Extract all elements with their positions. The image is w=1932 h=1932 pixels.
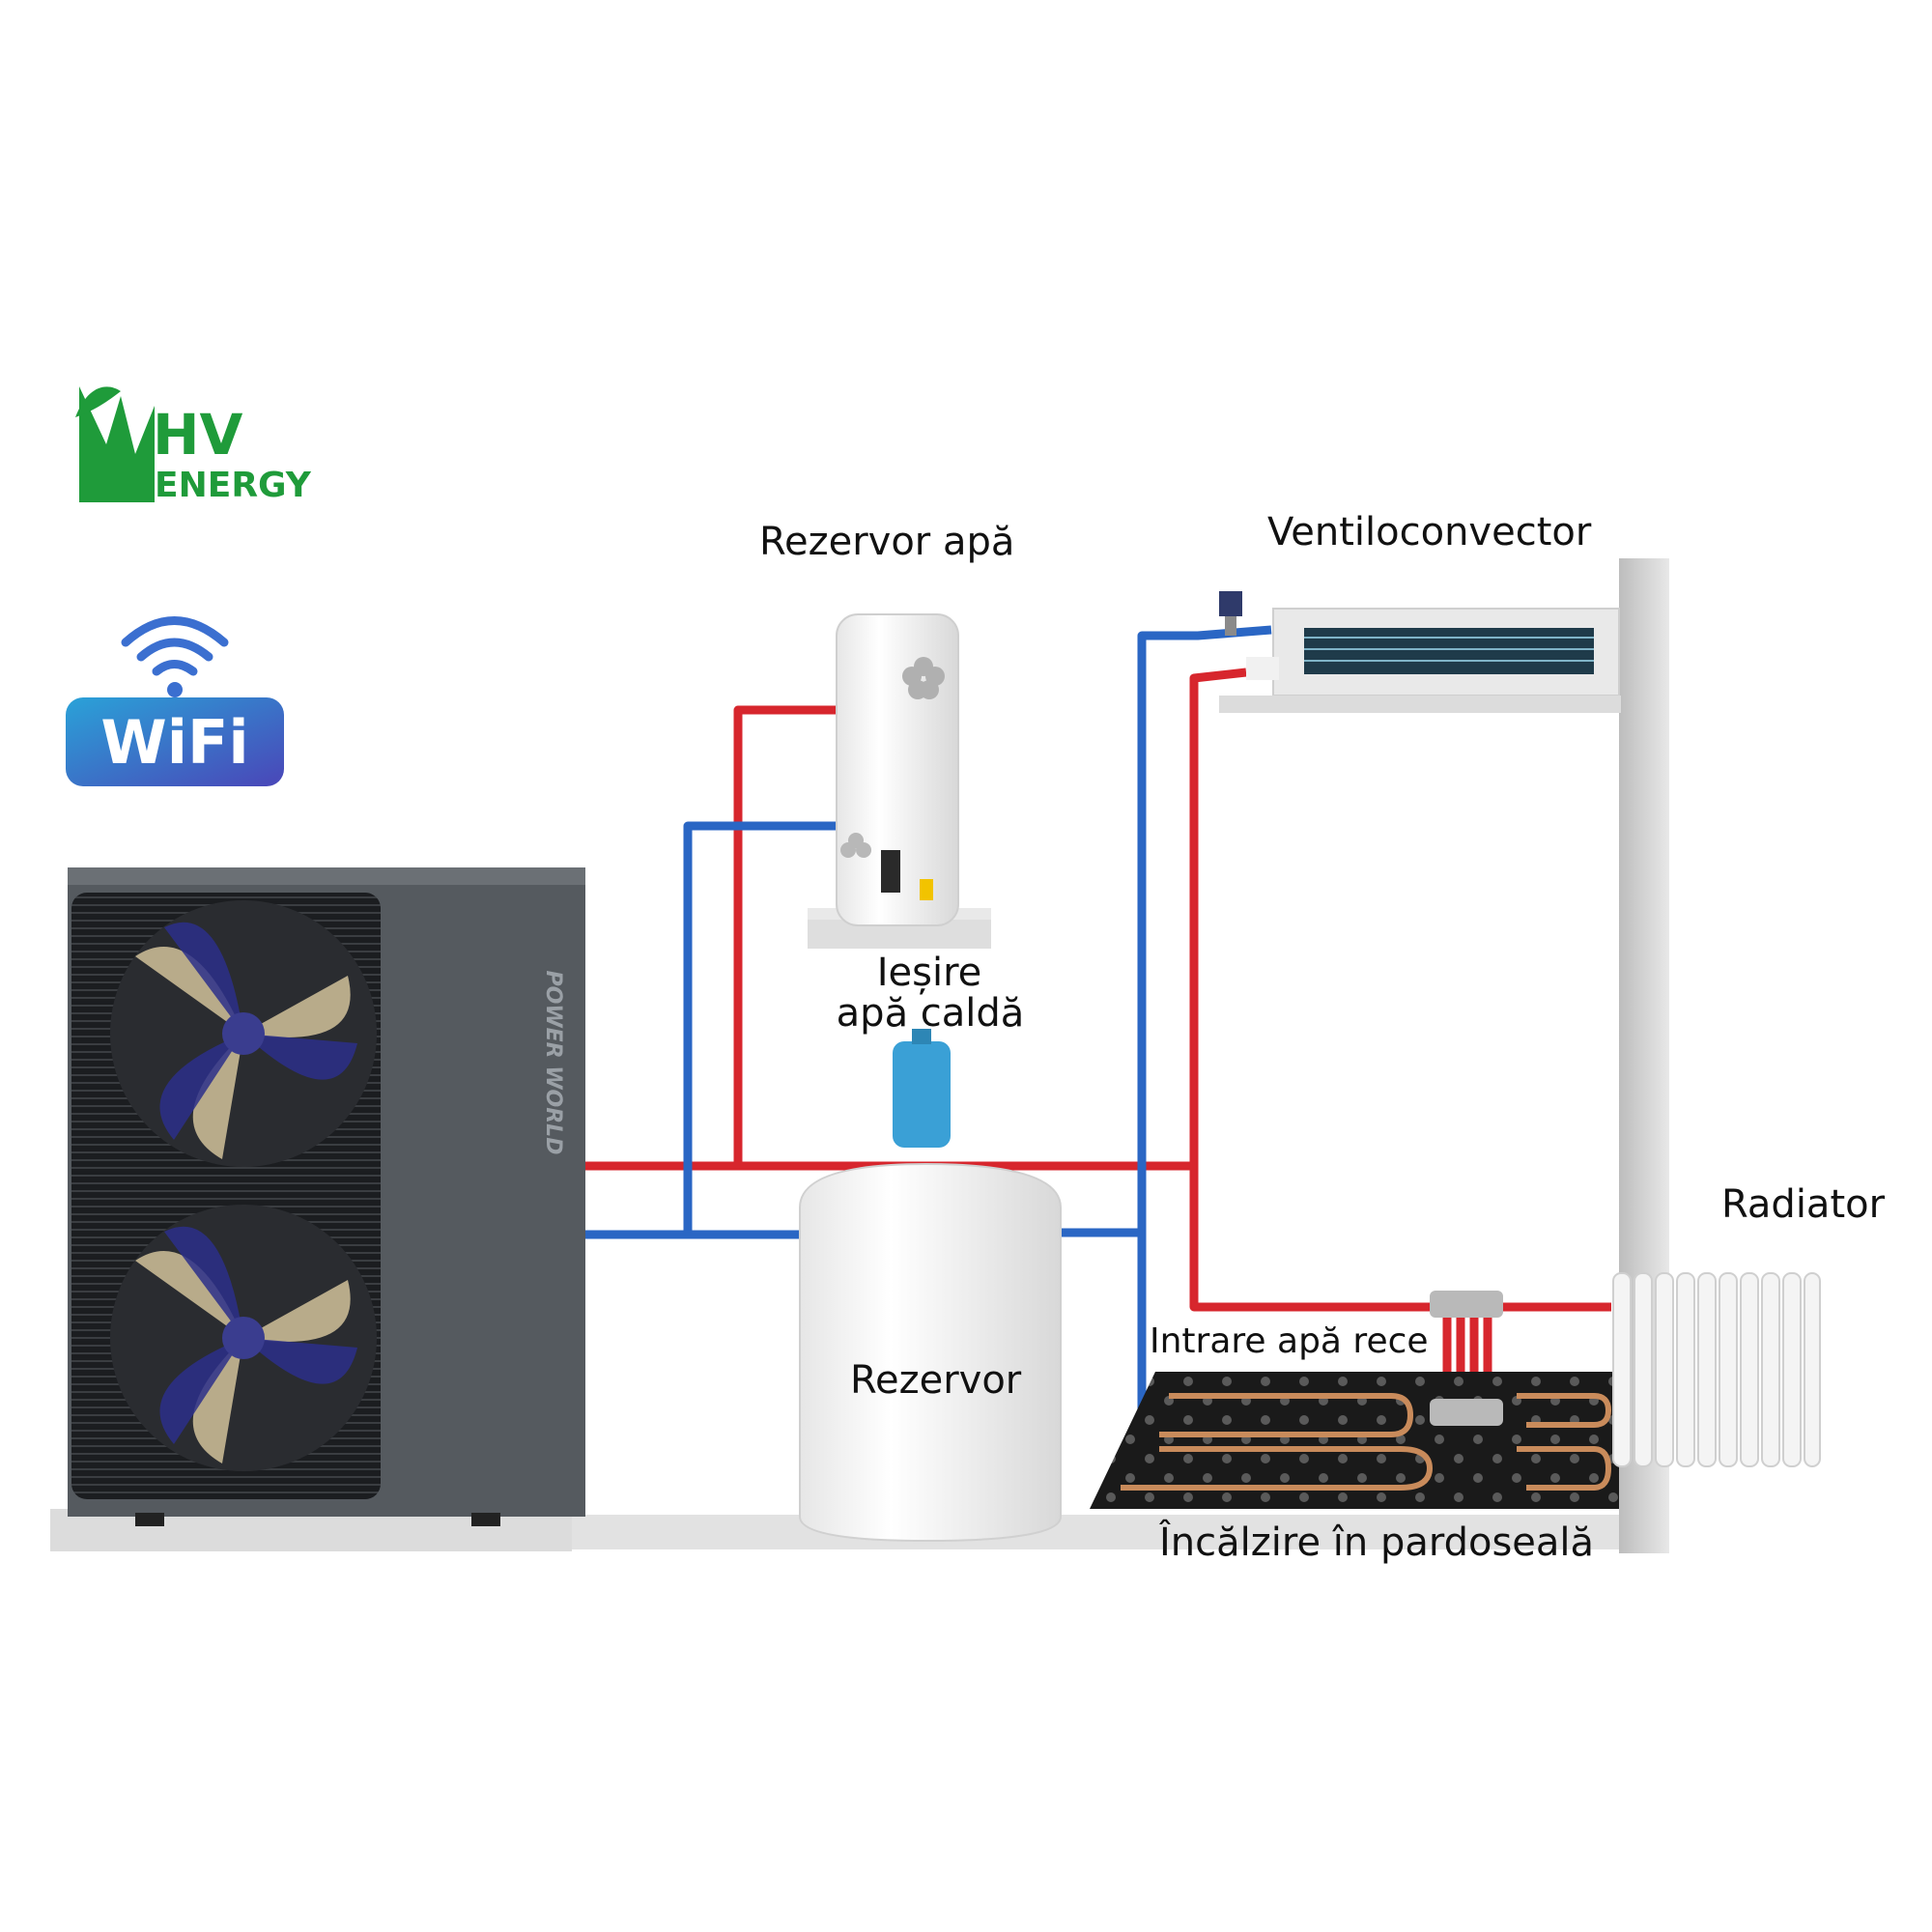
tank-sticker	[920, 879, 933, 900]
buffer-tank	[800, 1029, 1061, 1541]
label-water-tank: Rezervor apă	[759, 520, 1014, 564]
hot-water-tank	[808, 614, 991, 949]
upper-fan-icon	[110, 900, 377, 1167]
label-hot-water-out-2: apă caldă	[810, 991, 1051, 1036]
label-floor-heating: Încălzire în pardoseală	[1159, 1520, 1594, 1565]
fancoil-hot-pipe	[1190, 672, 1246, 1166]
label-buffer-tank: Rezervor	[850, 1358, 1021, 1403]
wifi-badge-text: WiFi	[100, 707, 248, 778]
label-cold-water-in: Intrare apă rece	[1150, 1321, 1429, 1361]
heat-pump-unit: POWER WORLD	[68, 867, 585, 1526]
supply-manifold	[1430, 1291, 1503, 1318]
heat-pump-top	[68, 867, 585, 885]
fan-coil-connection	[1246, 657, 1279, 680]
tank-control-panel	[881, 850, 900, 893]
label-radiator: Radiator	[1721, 1182, 1885, 1227]
logo-line2: ENERGY	[155, 466, 312, 505]
fancoil-cold-pipe	[1061, 630, 1271, 1233]
heat-pump-brand: POWER WORLD	[541, 971, 565, 1155]
fan-coil-unit	[1219, 591, 1621, 713]
lower-fan-icon	[110, 1205, 377, 1471]
wifi-dot-icon	[167, 682, 183, 697]
wifi-arc-inner-icon	[156, 665, 193, 672]
radiator-unit	[1613, 1273, 1820, 1466]
fan-coil-valve-actuator	[1219, 591, 1242, 616]
pipe-network	[584, 630, 1619, 1492]
radiator-hot-pipe	[1194, 1166, 1611, 1307]
return-manifold	[1430, 1399, 1503, 1426]
fan-coil-valve	[1225, 616, 1236, 636]
label-fan-coil: Ventiloconvector	[1267, 510, 1591, 554]
fan-coil-coil	[1304, 628, 1594, 674]
company-logo: HV ENERGY	[75, 386, 312, 505]
label-hot-water-out-1: Ieșire	[833, 951, 1026, 995]
logo-line1: HV	[153, 402, 243, 468]
fan-coil-tray	[1219, 696, 1621, 713]
expansion-vessel	[893, 1041, 951, 1148]
heat-pump-foot-left	[135, 1513, 164, 1526]
wifi-arc-mid-icon	[141, 642, 209, 657]
buffer-tank-body	[800, 1164, 1061, 1541]
wifi-badge: WiFi	[66, 621, 284, 787]
heat-pump-foot-right	[471, 1513, 500, 1526]
